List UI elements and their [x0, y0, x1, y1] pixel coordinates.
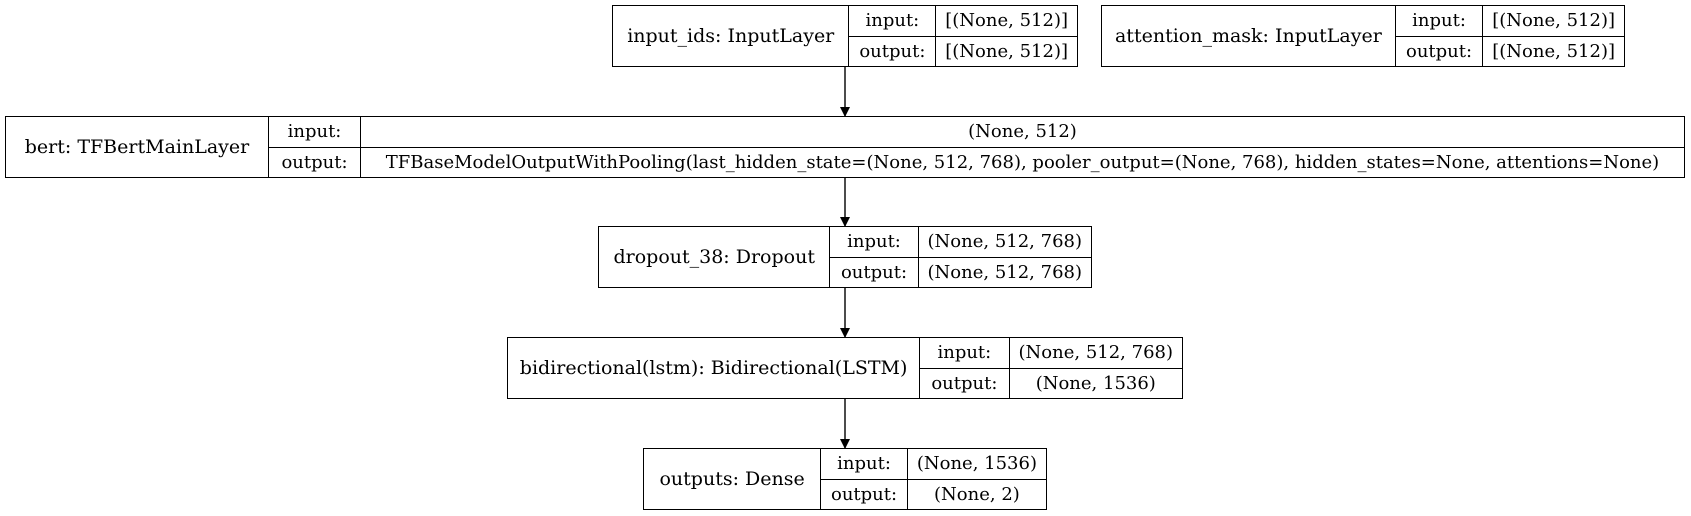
node-label: outputs: Dense	[644, 449, 822, 509]
output-shape: [(None, 512)]	[1492, 40, 1615, 62]
input-shape: (None, 512, 768)	[1009, 338, 1182, 369]
output-port-label: output:	[1405, 40, 1473, 62]
output-shape: (None, 1536)	[1035, 372, 1156, 394]
input-shape: (None, 512)	[361, 117, 1684, 148]
input-shape: [(None, 512)]	[936, 6, 1077, 37]
input-shape: (None, 1536)	[907, 449, 1046, 480]
input-port-label: input:	[849, 6, 936, 37]
input-port-label: input:	[1395, 6, 1483, 37]
output-shape: [(None, 512)]	[945, 40, 1068, 62]
input-port-label: input:	[821, 449, 907, 480]
input-port-label: input:	[920, 338, 1009, 369]
node-outputs: outputs: Dense input: output: (None, 153…	[643, 448, 1047, 510]
input-port-label: input:	[830, 227, 918, 258]
output-port-label: output:	[831, 483, 898, 505]
node-label: bert: TFBertMainLayer	[6, 117, 269, 177]
node-input-ids: input_ids: InputLayer input: output: [(N…	[612, 5, 1078, 67]
node-bert: bert: TFBertMainLayer input: output: (No…	[5, 116, 1685, 178]
output-port-label: output:	[840, 261, 908, 283]
input-shape: (None, 512, 768)	[918, 227, 1091, 258]
node-label: input_ids: InputLayer	[613, 6, 850, 66]
output-shape: (None, 512, 768)	[927, 261, 1082, 283]
output-shape: (None, 2)	[934, 483, 1020, 505]
output-shape: TFBaseModelOutputWithPooling(last_hidden…	[385, 151, 1660, 173]
output-port-label: output:	[281, 151, 348, 173]
node-label: attention_mask: InputLayer	[1102, 6, 1396, 66]
node-dropout: dropout_38: Dropout input: output: (None…	[598, 226, 1092, 288]
node-bidirectional-lstm: bidirectional(lstm): Bidirectional(LSTM)…	[507, 337, 1183, 399]
input-shape: [(None, 512)]	[1483, 6, 1624, 37]
output-port-label: output:	[931, 372, 998, 394]
node-label: bidirectional(lstm): Bidirectional(LSTM)	[508, 338, 921, 398]
node-attention-mask: attention_mask: InputLayer input: output…	[1101, 5, 1625, 67]
output-port-label: output:	[859, 40, 926, 62]
node-label: dropout_38: Dropout	[599, 227, 831, 287]
input-port-label: input:	[269, 117, 360, 148]
